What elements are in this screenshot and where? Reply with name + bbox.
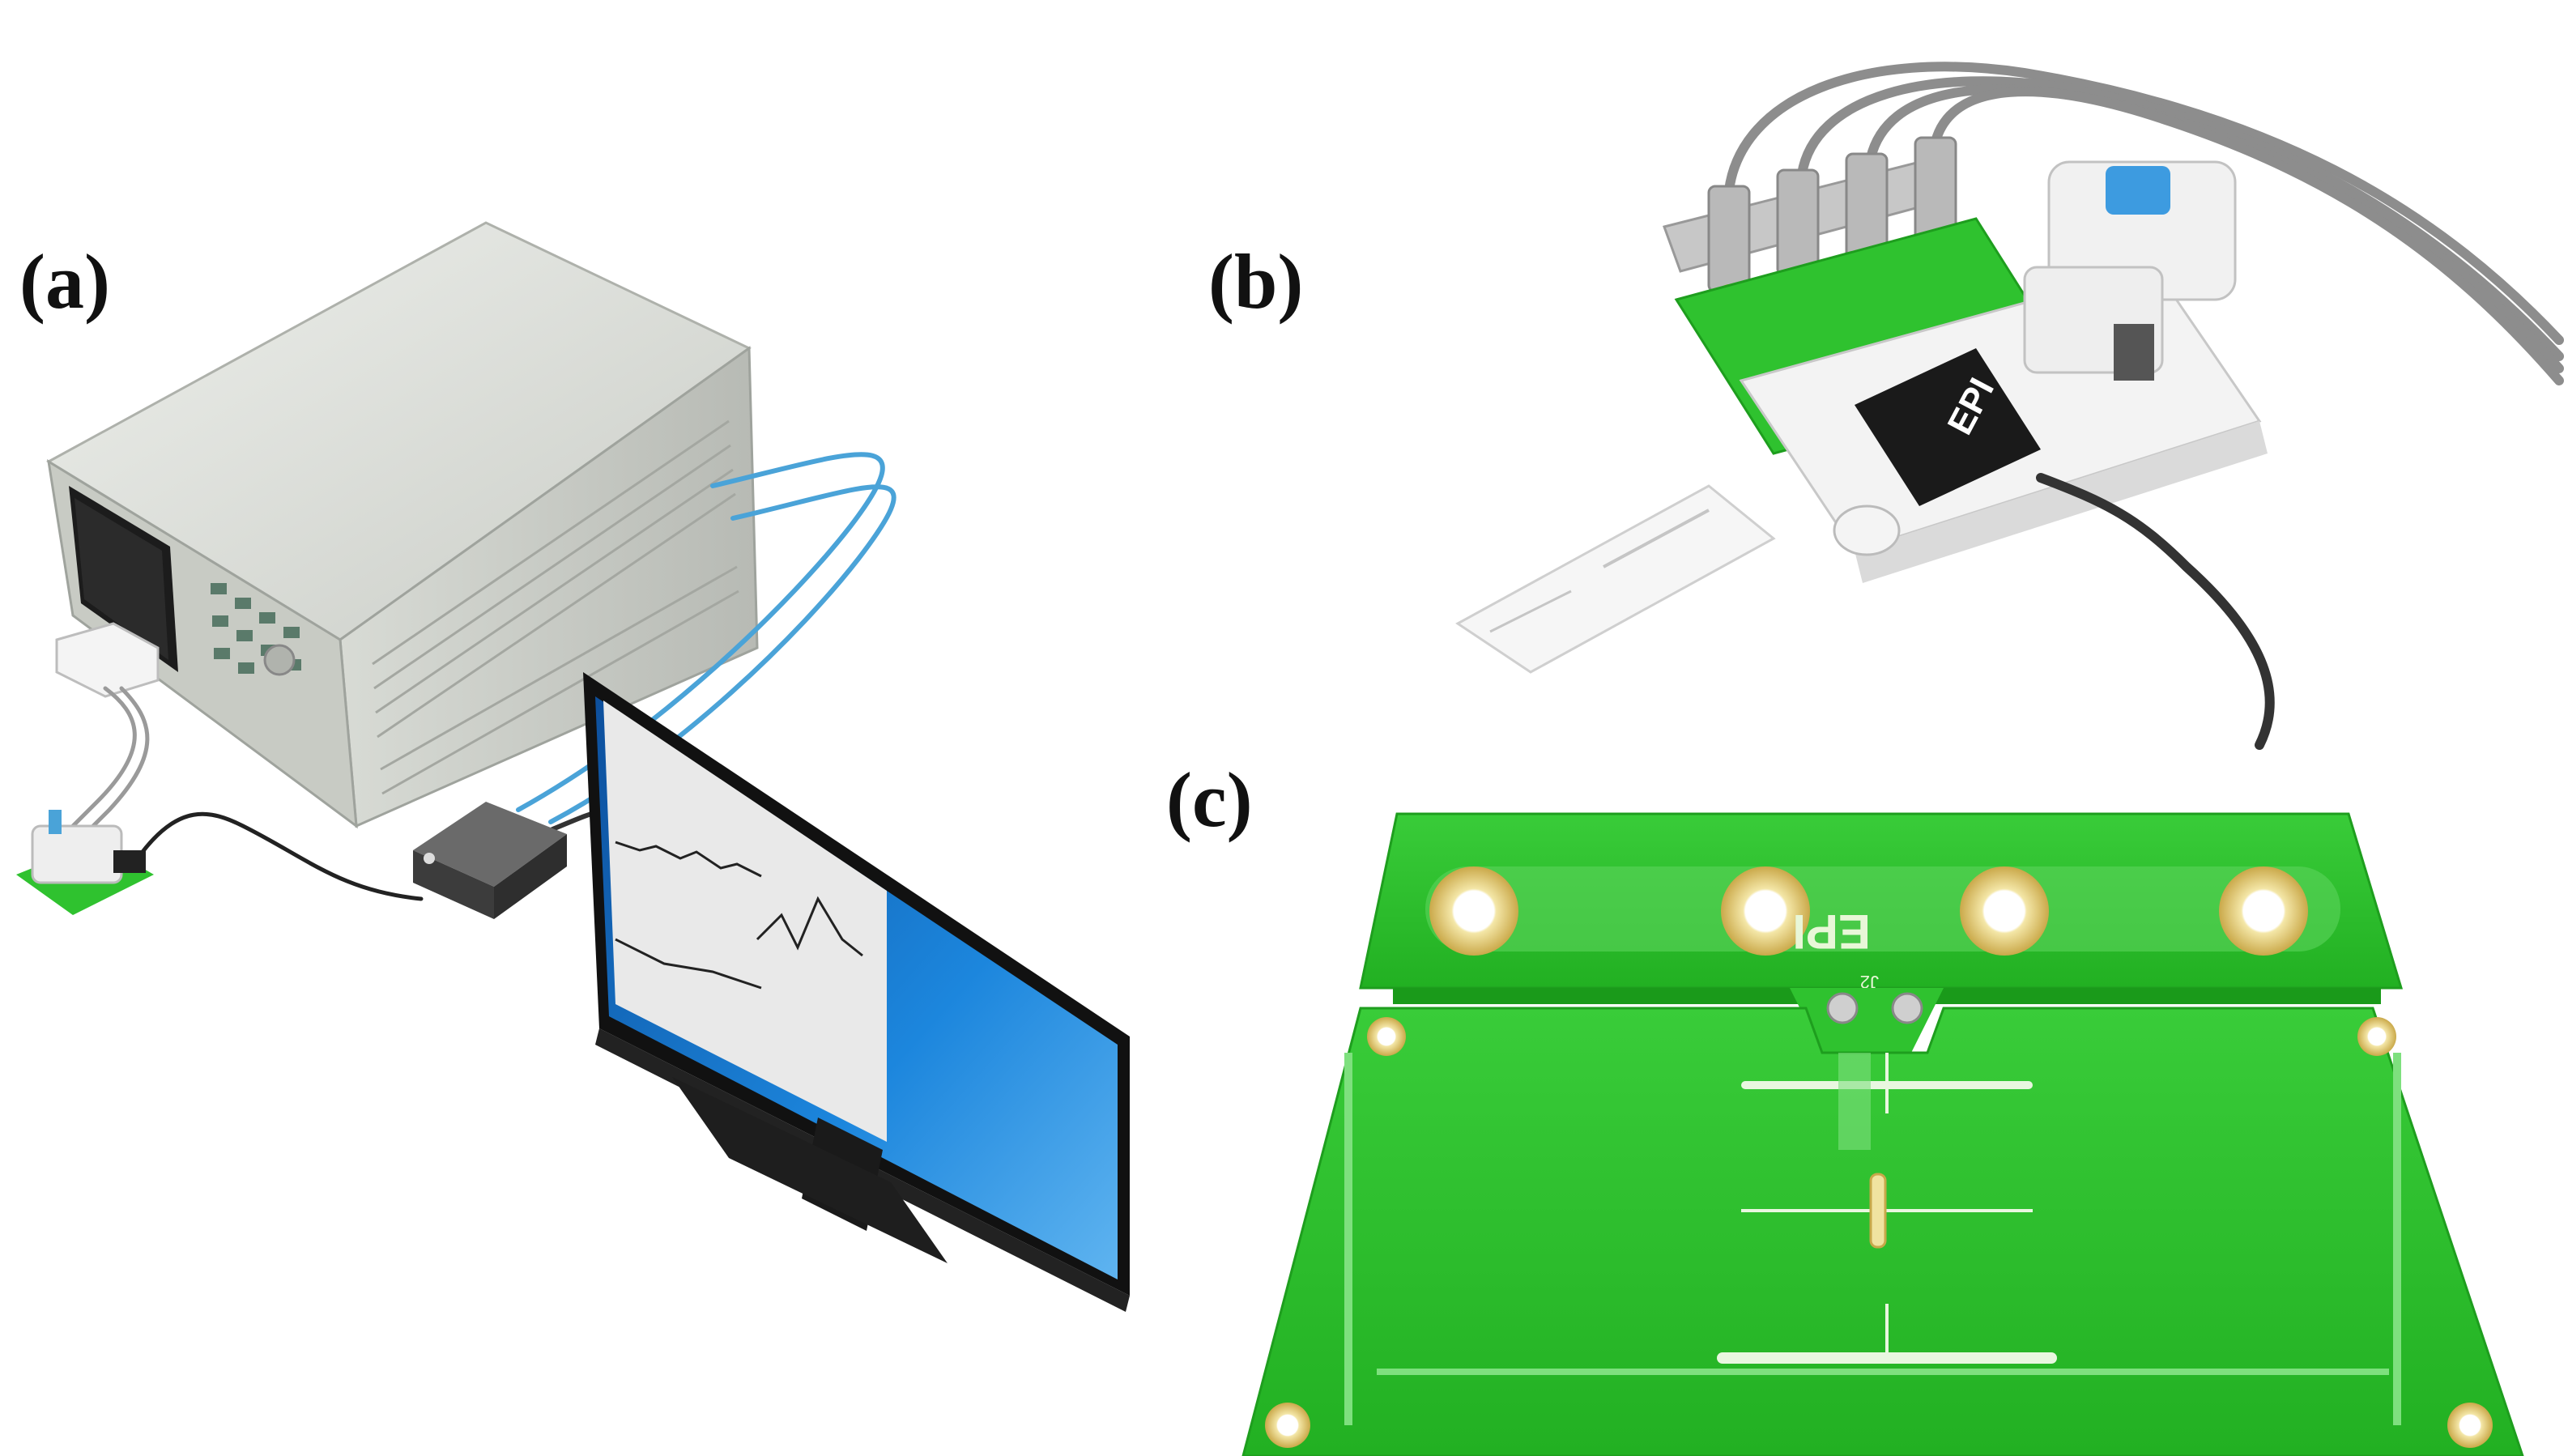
chip-holder: EPI [1855,348,2041,506]
panel-label-a: (a) [19,238,110,325]
usb-cable [2036,473,2275,750]
electrode-pad [1721,866,1810,956]
electrode-board: EPI J2 [1359,812,2404,1004]
network-analyzer [46,221,759,829]
panel-a-setup [16,221,1130,1312]
pcb-reference: J2 [1860,972,1879,992]
panel-b-fixture: EPI [1455,62,2564,750]
panel-label-c: (c) [1166,756,1253,843]
adapter-box [55,622,160,698]
mini-pc [413,802,567,919]
test-strip [1455,484,1776,674]
monitor [583,672,1130,1312]
pcb-logo: EPI [1792,905,1871,959]
panel-c-pcb: EPI J2 [1241,812,2524,1456]
main-board [1241,1007,2524,1456]
electrode-pad [1429,866,1518,956]
test-fixture-small [16,810,154,915]
panel-label-b: (b) [1208,238,1304,325]
clamp-mechanism [1833,160,2237,556]
electrode-pad [2219,866,2308,956]
probe-cables [1724,62,2564,385]
electrode-pad [1960,866,2049,956]
